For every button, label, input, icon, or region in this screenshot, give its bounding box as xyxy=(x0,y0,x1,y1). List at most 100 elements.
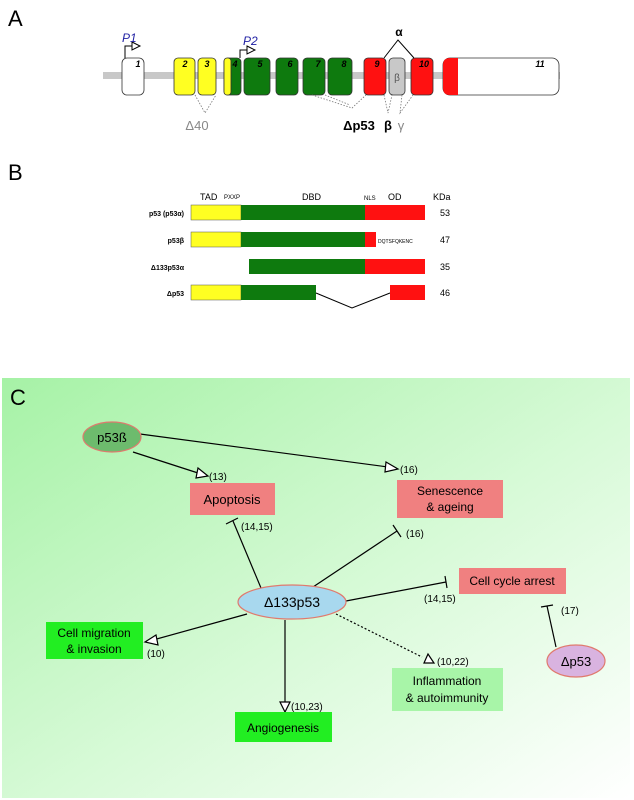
node-delta-p53-label: Δp53 xyxy=(561,654,591,669)
alpha-label: α xyxy=(395,25,403,39)
promoter-p2-arrow-icon xyxy=(246,45,257,55)
node-cell-cycle-arrest-label: Cell cycle arrest xyxy=(469,574,555,588)
ref-label: (10) xyxy=(147,649,165,660)
edge-arrowhead-icon xyxy=(384,461,400,473)
beta-exon-label: β xyxy=(394,73,400,84)
exon-9 xyxy=(363,57,387,96)
isoform-name: p53 (p53α) xyxy=(149,211,184,218)
exon-10 xyxy=(410,57,434,96)
d40-splice-line xyxy=(194,94,217,114)
promoter-p2-label: P2 xyxy=(243,34,258,48)
exon-6 xyxy=(275,57,299,96)
node-apoptosis-label: Apoptosis xyxy=(203,492,261,507)
ref-label: (10,22) xyxy=(437,657,469,668)
promoter-p1: P1 xyxy=(122,31,142,58)
isoform-kda: 53 xyxy=(440,208,450,218)
promoter-p2: P2 xyxy=(239,34,258,58)
node-delta133p53 xyxy=(237,584,347,620)
header-dbd: DBD xyxy=(302,192,322,202)
beta-splice-line xyxy=(383,94,393,114)
dp53-splice-line xyxy=(311,94,367,109)
edge-d133-senescence xyxy=(309,530,398,590)
d40-label: Δ40 xyxy=(185,118,208,133)
exon-1 xyxy=(121,57,145,96)
node-cell-cycle-arrest xyxy=(459,568,566,594)
ref-label: (10,23) xyxy=(291,702,323,713)
ref-label: (16) xyxy=(406,529,424,540)
domain-dbd xyxy=(241,232,365,247)
edge-dp53-cellcycle xyxy=(546,605,557,648)
panel-a: A 1 2 3 4 5 6 7 8 9 10 11 β xyxy=(8,6,560,133)
edge-d133-migration xyxy=(152,613,248,641)
dp53-label: Δp53 xyxy=(343,118,375,133)
header-tad: TAD xyxy=(200,192,218,202)
domain-od-partial xyxy=(365,232,376,247)
ref-label: (14,15) xyxy=(241,522,273,533)
exon-4-tad-part xyxy=(223,57,232,96)
edge-d133-cellcycle xyxy=(345,581,447,602)
domain-tad xyxy=(190,204,242,221)
exon-3 xyxy=(197,57,217,96)
panel-label-c: C xyxy=(10,385,26,410)
isoform-kda: 47 xyxy=(440,235,450,245)
promoter-p1-label: P1 xyxy=(122,31,137,45)
domain-tad xyxy=(190,231,242,248)
header-pxxp: PXXP xyxy=(224,195,240,201)
exon-number-9: 9 xyxy=(374,59,379,69)
node-cell-migration-label-1: Cell migration xyxy=(57,626,130,640)
isoform-kda: 35 xyxy=(440,262,450,272)
edge-p53b-apoptosis xyxy=(132,451,199,474)
edge-arrowhead-icon xyxy=(423,652,436,664)
gamma-label: γ xyxy=(398,118,405,133)
node-delta133p53-label: Δ133p53 xyxy=(264,594,320,610)
exon-number-7: 7 xyxy=(315,59,321,69)
edge-inhibit-bar xyxy=(225,517,239,525)
node-senescence xyxy=(397,480,503,518)
isoform-kda: 46 xyxy=(440,288,450,298)
edge-d133-inflammation xyxy=(335,613,423,658)
node-angiogenesis xyxy=(235,712,332,742)
exon-5 xyxy=(243,57,271,96)
ref-label: (14,15) xyxy=(424,594,456,605)
node-p53-beta-label: p53ß xyxy=(97,430,127,445)
exon-number-10: 10 xyxy=(419,59,429,69)
exon-number-4: 4 xyxy=(231,59,237,69)
p53b-c-terminal-note: DQTSFQKENC xyxy=(378,239,413,245)
isoform-name: Δp53 xyxy=(167,291,184,298)
panel-b: B TAD PXXP DBD NLS OD KDa p53 (p53α) 53 … xyxy=(8,160,451,309)
exon-8 xyxy=(327,57,353,96)
domain-od xyxy=(365,205,425,220)
exon-7 xyxy=(302,57,326,96)
exon-number-1: 1 xyxy=(135,59,140,69)
exon-number-6: 6 xyxy=(287,59,293,69)
panel-c: C xyxy=(2,378,630,798)
node-apoptosis xyxy=(190,483,275,515)
domain-dbd xyxy=(249,259,365,274)
edge-d133-apoptosis xyxy=(232,520,262,589)
domain-od-partial xyxy=(390,285,425,300)
node-inflammation-label-2: & autoimmunity xyxy=(406,691,489,705)
dp53-splice-line-2 xyxy=(324,94,351,106)
gamma-splice-line xyxy=(399,94,414,115)
alpha-splice-line xyxy=(383,39,415,59)
node-cell-migration-label-2: & invasion xyxy=(66,642,121,656)
edge-arrowhead-icon xyxy=(279,701,291,714)
header-od: OD xyxy=(388,192,402,202)
exon-number-8: 8 xyxy=(341,59,346,69)
ref-label: (13) xyxy=(209,472,227,483)
node-p53-beta xyxy=(82,421,142,453)
edge-inhibit-bar xyxy=(540,604,554,608)
panel-label-b: B xyxy=(8,160,23,185)
exon-number-3: 3 xyxy=(204,59,209,69)
deletion-connector xyxy=(315,292,391,309)
header-nls: NLS xyxy=(364,196,376,202)
edge-p53b-senescence xyxy=(139,433,389,468)
header-kda: KDa xyxy=(433,192,451,202)
edge-arrowhead-icon xyxy=(143,634,159,646)
exon-number-11: 11 xyxy=(535,59,544,69)
edge-arrowhead-icon xyxy=(195,466,210,479)
edge-inhibit-bar xyxy=(392,524,402,538)
exon-11-coding-part xyxy=(443,58,458,95)
panel-label-a: A xyxy=(8,6,23,31)
